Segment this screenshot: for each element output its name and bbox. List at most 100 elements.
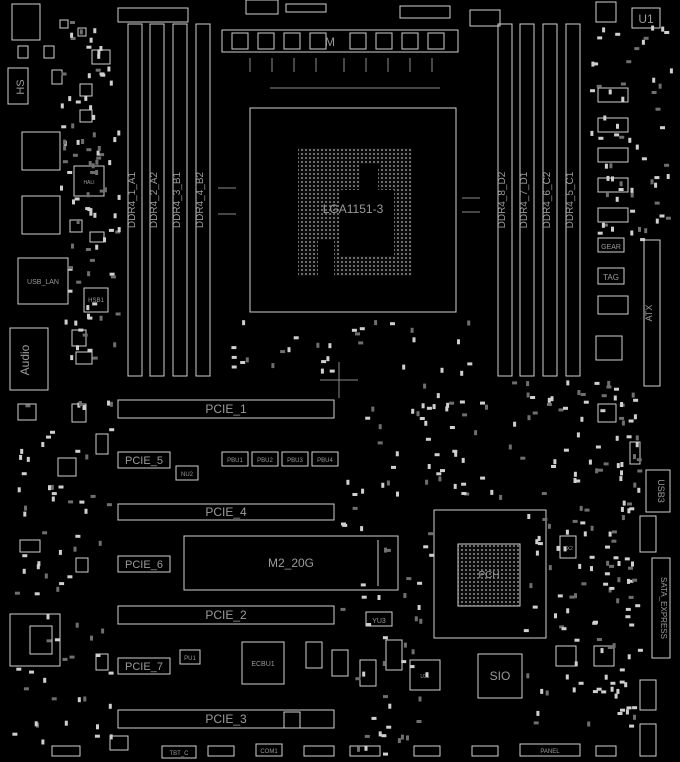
smd-pad (41, 739, 45, 745)
smd-pad (609, 163, 613, 169)
smd-pad (601, 394, 607, 398)
smd-pad (576, 432, 580, 438)
smd-pad (75, 449, 81, 453)
smd-pad (513, 421, 517, 427)
smd-pad (609, 586, 615, 590)
smd-pad (659, 214, 665, 218)
smd-pad (329, 369, 335, 373)
smd-pad (432, 404, 436, 410)
smd-pad (608, 531, 612, 537)
smd-pad (419, 417, 425, 420)
smd-pad (427, 464, 431, 469)
smd-pad (424, 420, 428, 426)
smd-pad (361, 488, 365, 494)
smd-pad (56, 586, 60, 592)
crosshair (320, 362, 358, 398)
smd-pad (36, 564, 40, 570)
smd-pad (320, 368, 324, 374)
smd-pad (359, 327, 365, 331)
hsb-label: HSB1 (88, 298, 104, 304)
smd-pad (597, 36, 603, 40)
smd-pad (72, 153, 78, 157)
smd-pad (107, 400, 110, 406)
smd-pad (616, 598, 620, 604)
smd-pad (644, 228, 648, 234)
smd-pad (559, 625, 565, 629)
smd-pad (25, 404, 31, 408)
smd-pad (96, 150, 100, 156)
smd-pad (70, 355, 74, 361)
smd-pad (597, 231, 603, 235)
smd-pad (94, 734, 100, 738)
smd-pad (328, 343, 332, 349)
smd-pad (628, 595, 634, 599)
left-lower-parts (9, 403, 109, 671)
smd-pad (117, 130, 121, 136)
smd-pad (617, 712, 623, 715)
smd-pad (573, 471, 577, 477)
pbu-label: PBU1 (227, 458, 243, 464)
smd-pad (37, 561, 41, 567)
smd-pad (606, 560, 610, 566)
smd-pad (71, 123, 75, 129)
smd-pad (17, 487, 21, 493)
smd-pad (378, 424, 382, 430)
smd-pad (19, 454, 23, 460)
smd-pad (624, 557, 630, 561)
smd-pad (81, 139, 85, 144)
smd-pad (103, 187, 107, 193)
smd-pad (627, 502, 632, 506)
smd-pad (395, 451, 399, 457)
smd-pad (416, 720, 422, 723)
smd-pad (537, 535, 541, 541)
smd-pad (388, 703, 392, 709)
smd-pad (557, 594, 563, 598)
smd-pad (467, 362, 473, 366)
smd-pad (67, 289, 73, 293)
smd-pad (21, 472, 27, 476)
smd-pad (76, 280, 82, 284)
smd-pad (627, 578, 630, 584)
smd-pad (638, 226, 641, 232)
audio-connector (9, 327, 49, 391)
smd-pad (637, 487, 641, 493)
smd-pad (62, 160, 68, 164)
gear-header (597, 237, 625, 253)
smd-pad (590, 130, 594, 136)
smd-pad (632, 578, 638, 582)
smd-pad (563, 448, 569, 452)
smd-pad (490, 489, 494, 495)
smd-pad (617, 577, 621, 583)
smd-pad (628, 579, 634, 583)
smd-pad (411, 408, 415, 414)
sio-chip (477, 653, 523, 699)
smd-pad (611, 530, 617, 534)
smd-pad (417, 605, 421, 610)
cpu-socket-label: LGA1151-3 (323, 202, 384, 216)
smd-pad (24, 505, 27, 511)
smd-pad (410, 327, 414, 333)
smd-pad (360, 583, 366, 587)
pcie-label: PCIE_2 (205, 608, 247, 622)
smd-pad (616, 688, 620, 694)
smd-pad (550, 396, 554, 402)
smd-pad (666, 174, 670, 179)
smd-pad (62, 657, 68, 661)
smd-pad (561, 627, 567, 631)
vrm-label: M (325, 35, 335, 49)
smd-pad (409, 665, 415, 669)
smd-pad (637, 648, 643, 652)
smd-pad (626, 60, 632, 64)
smd-pad (287, 347, 291, 353)
smd-pad (23, 687, 29, 691)
smd-pad (99, 72, 105, 76)
smd-pad (418, 696, 422, 702)
smd-pad (400, 734, 404, 740)
smd-pad (26, 456, 30, 462)
smd-pad (630, 209, 636, 213)
smd-pad (425, 672, 429, 678)
u1-box (631, 7, 661, 29)
smd-pad (341, 522, 346, 526)
smd-pad (371, 406, 375, 412)
smd-pad (654, 176, 660, 180)
